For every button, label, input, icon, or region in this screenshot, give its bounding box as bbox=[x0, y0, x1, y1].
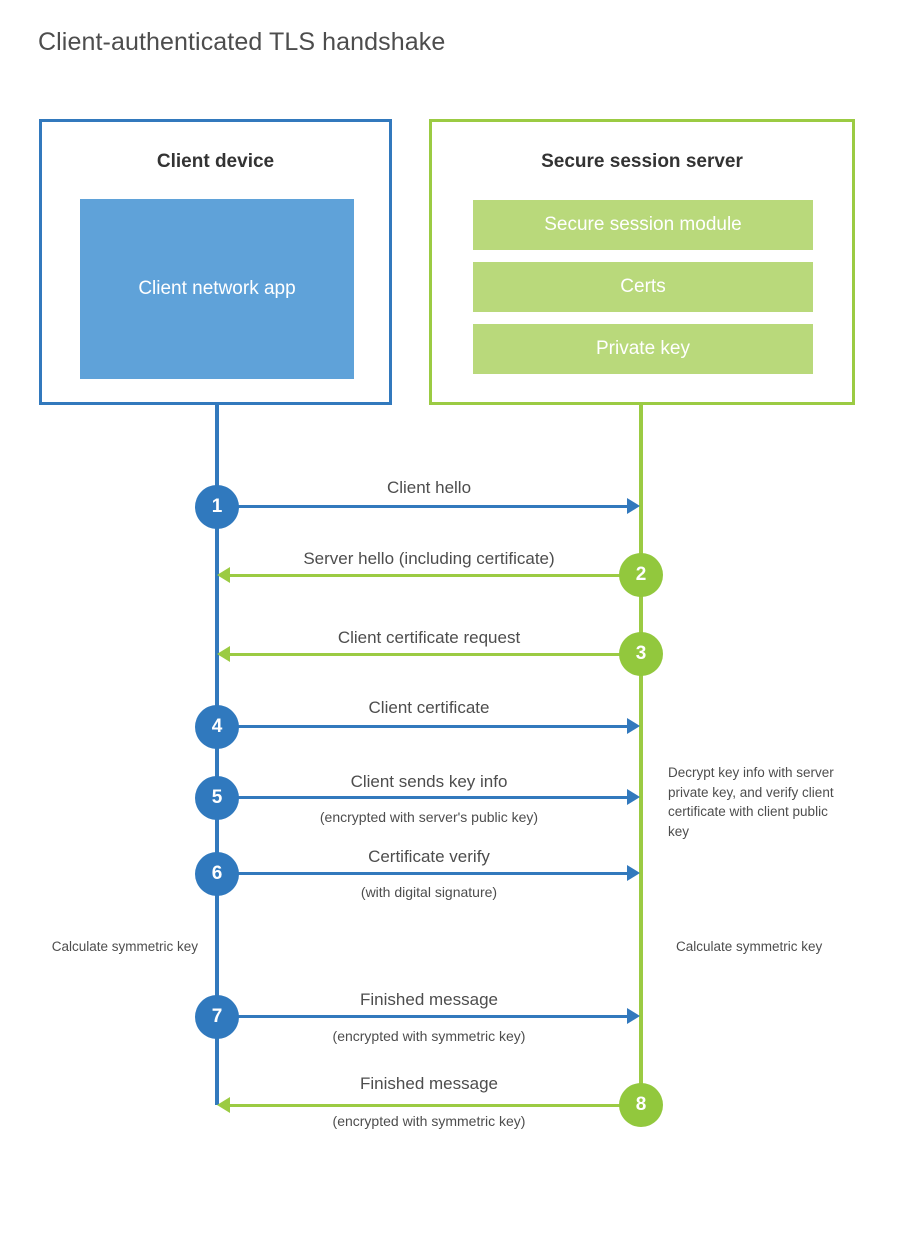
secure-session-server-title: Secure session server bbox=[541, 151, 743, 172]
message-line-8 bbox=[230, 1104, 641, 1107]
message-line-4 bbox=[217, 725, 627, 728]
client-network-app-block: Client network app bbox=[80, 199, 354, 379]
step-badge-5: 5 bbox=[195, 776, 239, 820]
step-badge-8: 8 bbox=[619, 1083, 663, 1127]
message-sublabel-5: (encrypted with server's public key) bbox=[319, 809, 539, 825]
server-component-certs: Certs bbox=[473, 262, 813, 312]
step-badge-2: 2 bbox=[619, 553, 663, 597]
arrowhead-right-4 bbox=[627, 718, 640, 734]
message-label-7: Finished message bbox=[360, 990, 498, 1009]
message-line-5 bbox=[217, 796, 627, 799]
message-label-1: Client hello bbox=[386, 478, 472, 497]
message-line-1 bbox=[217, 505, 627, 508]
message-label-6: Certificate verify bbox=[368, 847, 490, 866]
annotation-server-calculate-symmetric-key: Calculate symmetric key bbox=[676, 939, 823, 954]
server-lifeline bbox=[639, 405, 643, 1105]
arrowhead-left-8 bbox=[217, 1097, 230, 1113]
server-component-private-key: Private key bbox=[473, 324, 813, 374]
annotation-server-decrypt: Decrypt key info with server private key… bbox=[668, 765, 834, 839]
message-label-5: Client sends key info bbox=[350, 772, 508, 791]
arrowhead-right-1 bbox=[627, 498, 640, 514]
message-sublabel-7: (encrypted with symmetric key) bbox=[332, 1028, 526, 1044]
arrowhead-left-3 bbox=[217, 646, 230, 662]
arrowhead-right-6 bbox=[627, 865, 640, 881]
server-component-secure-session-module: Secure session module bbox=[473, 200, 813, 250]
message-line-6 bbox=[217, 872, 627, 875]
message-line-7 bbox=[217, 1015, 627, 1018]
server-components-list: Secure session module Certs Private key bbox=[473, 200, 813, 386]
step-badge-1: 1 bbox=[195, 485, 239, 529]
arrowhead-left-2 bbox=[217, 567, 230, 583]
client-device-title: Client device bbox=[156, 151, 275, 172]
page-title: Client-authenticated TLS handshake bbox=[38, 28, 446, 56]
message-line-3 bbox=[230, 653, 641, 656]
step-badge-6: 6 bbox=[195, 852, 239, 896]
message-label-2: Server hello (including certificate) bbox=[303, 549, 555, 568]
client-device-box: Client device Client network app bbox=[39, 119, 392, 405]
message-label-3: Client certificate request bbox=[337, 628, 521, 647]
secure-session-server-box: Secure session server Secure session mod… bbox=[429, 119, 855, 405]
message-sublabel-8: (encrypted with symmetric key) bbox=[332, 1113, 526, 1129]
step-badge-3: 3 bbox=[619, 632, 663, 676]
message-sublabel-6: (with digital signature) bbox=[360, 884, 498, 900]
arrowhead-right-7 bbox=[627, 1008, 640, 1024]
message-line-2 bbox=[230, 574, 641, 577]
message-label-8: Finished message bbox=[360, 1074, 498, 1093]
step-badge-7: 7 bbox=[195, 995, 239, 1039]
step-badge-4: 4 bbox=[195, 705, 239, 749]
arrowhead-right-5 bbox=[627, 789, 640, 805]
message-label-4: Client certificate bbox=[368, 698, 490, 717]
client-lifeline bbox=[215, 405, 219, 1105]
annotation-client-calculate-symmetric-key: Calculate symmetric key bbox=[51, 939, 198, 954]
